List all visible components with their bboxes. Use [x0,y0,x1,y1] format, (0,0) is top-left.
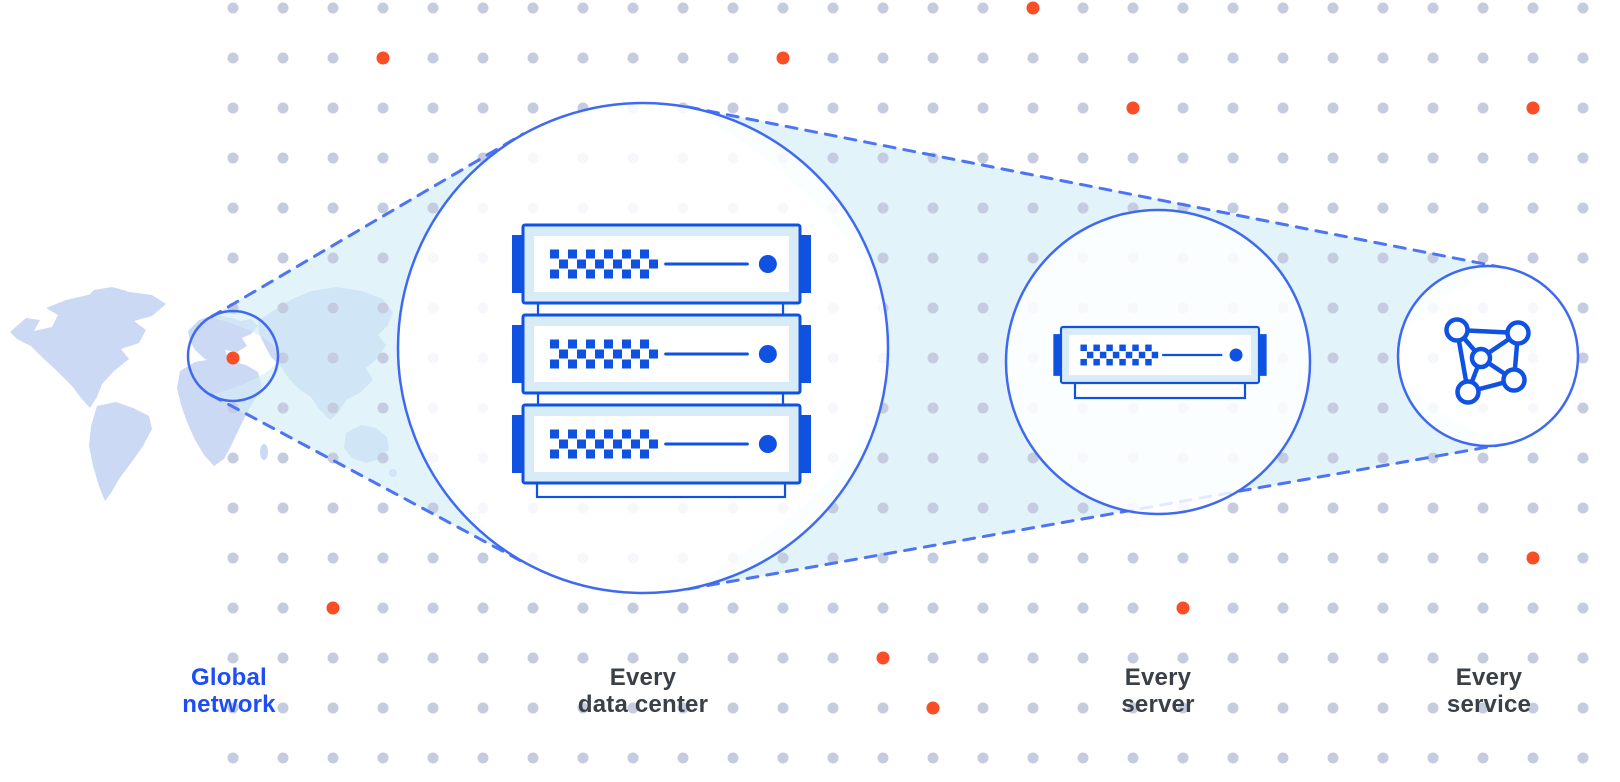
server-icon [1053,325,1267,400]
caption-every-data-center: Every data center [578,664,708,718]
caption-every-server: Every server [1121,664,1194,718]
caption-global-network: Global network [182,664,275,718]
caption-line: Every [609,664,677,691]
caption-line: Every [1455,664,1523,691]
server-rack-icon [512,223,811,499]
zoom-dashed-lines [209,105,1507,591]
caption-line: data center [577,691,709,718]
caption-line: Every [1124,664,1192,691]
caption-line: server [1121,691,1195,718]
network-mesh-icon [1444,317,1531,405]
caption-every-service: Every service [1447,664,1531,718]
caption-line: network [182,691,276,718]
caption-line: Global [191,664,267,691]
caption-line: service [1446,691,1532,718]
